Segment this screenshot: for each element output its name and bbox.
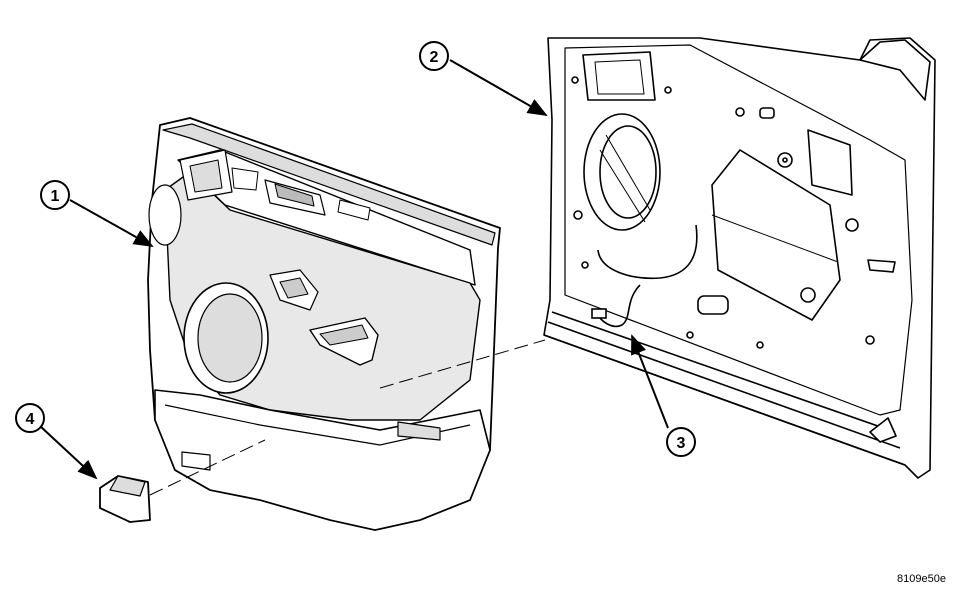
door-inner-panel <box>543 37 936 479</box>
alignment-lines <box>149 339 546 496</box>
door-trim-panel <box>147 117 501 531</box>
callout-4-label: 4 <box>26 411 35 428</box>
trim-clip-part <box>99 475 151 523</box>
callout-2-label: 2 <box>430 49 439 66</box>
callout-1: 1 <box>40 180 70 210</box>
callout-1-label: 1 <box>51 188 60 205</box>
wire-harness <box>591 224 698 328</box>
callout-3: 3 <box>666 427 696 457</box>
callout-2: 2 <box>419 41 449 71</box>
callout-leaders <box>39 59 669 480</box>
figure-id: 8109e50e <box>897 573 946 585</box>
callout-4: 4 <box>15 403 45 433</box>
callout-3-label: 3 <box>677 435 686 452</box>
